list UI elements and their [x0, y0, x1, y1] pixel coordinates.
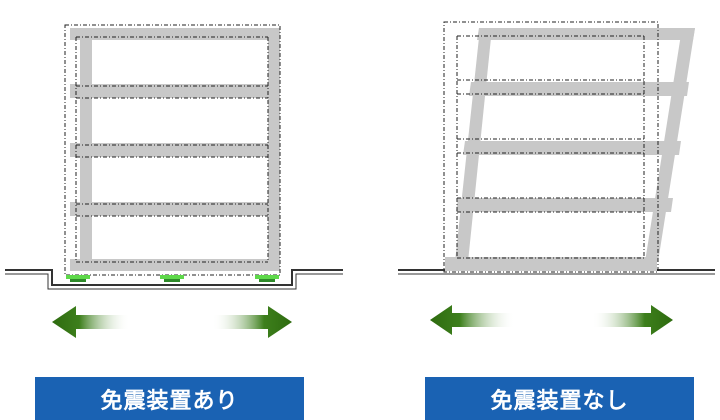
deformed-frame-right — [445, 28, 695, 271]
original-outline-right — [443, 21, 659, 273]
isolator-pad — [66, 275, 90, 282]
label-with-isolation: 免震装置あり — [35, 377, 304, 420]
arrow-left-icon — [52, 306, 130, 338]
shaking-arrows-right — [430, 305, 673, 335]
arrow-right-icon — [592, 305, 673, 335]
building-without-isolation — [398, 21, 715, 335]
shaking-arrows-left — [52, 306, 292, 338]
isolators — [66, 275, 279, 282]
building-with-isolation — [5, 24, 343, 338]
label-without-isolation: 免震装置なし — [425, 377, 694, 420]
isolator-pad — [255, 275, 279, 282]
isolator-pad — [160, 275, 184, 282]
original-outline-left — [64, 24, 281, 276]
displaced-frame-left — [70, 28, 280, 271]
ground-line-left — [5, 269, 343, 286]
arrow-left-icon — [430, 305, 515, 335]
arrow-right-icon — [212, 306, 292, 338]
